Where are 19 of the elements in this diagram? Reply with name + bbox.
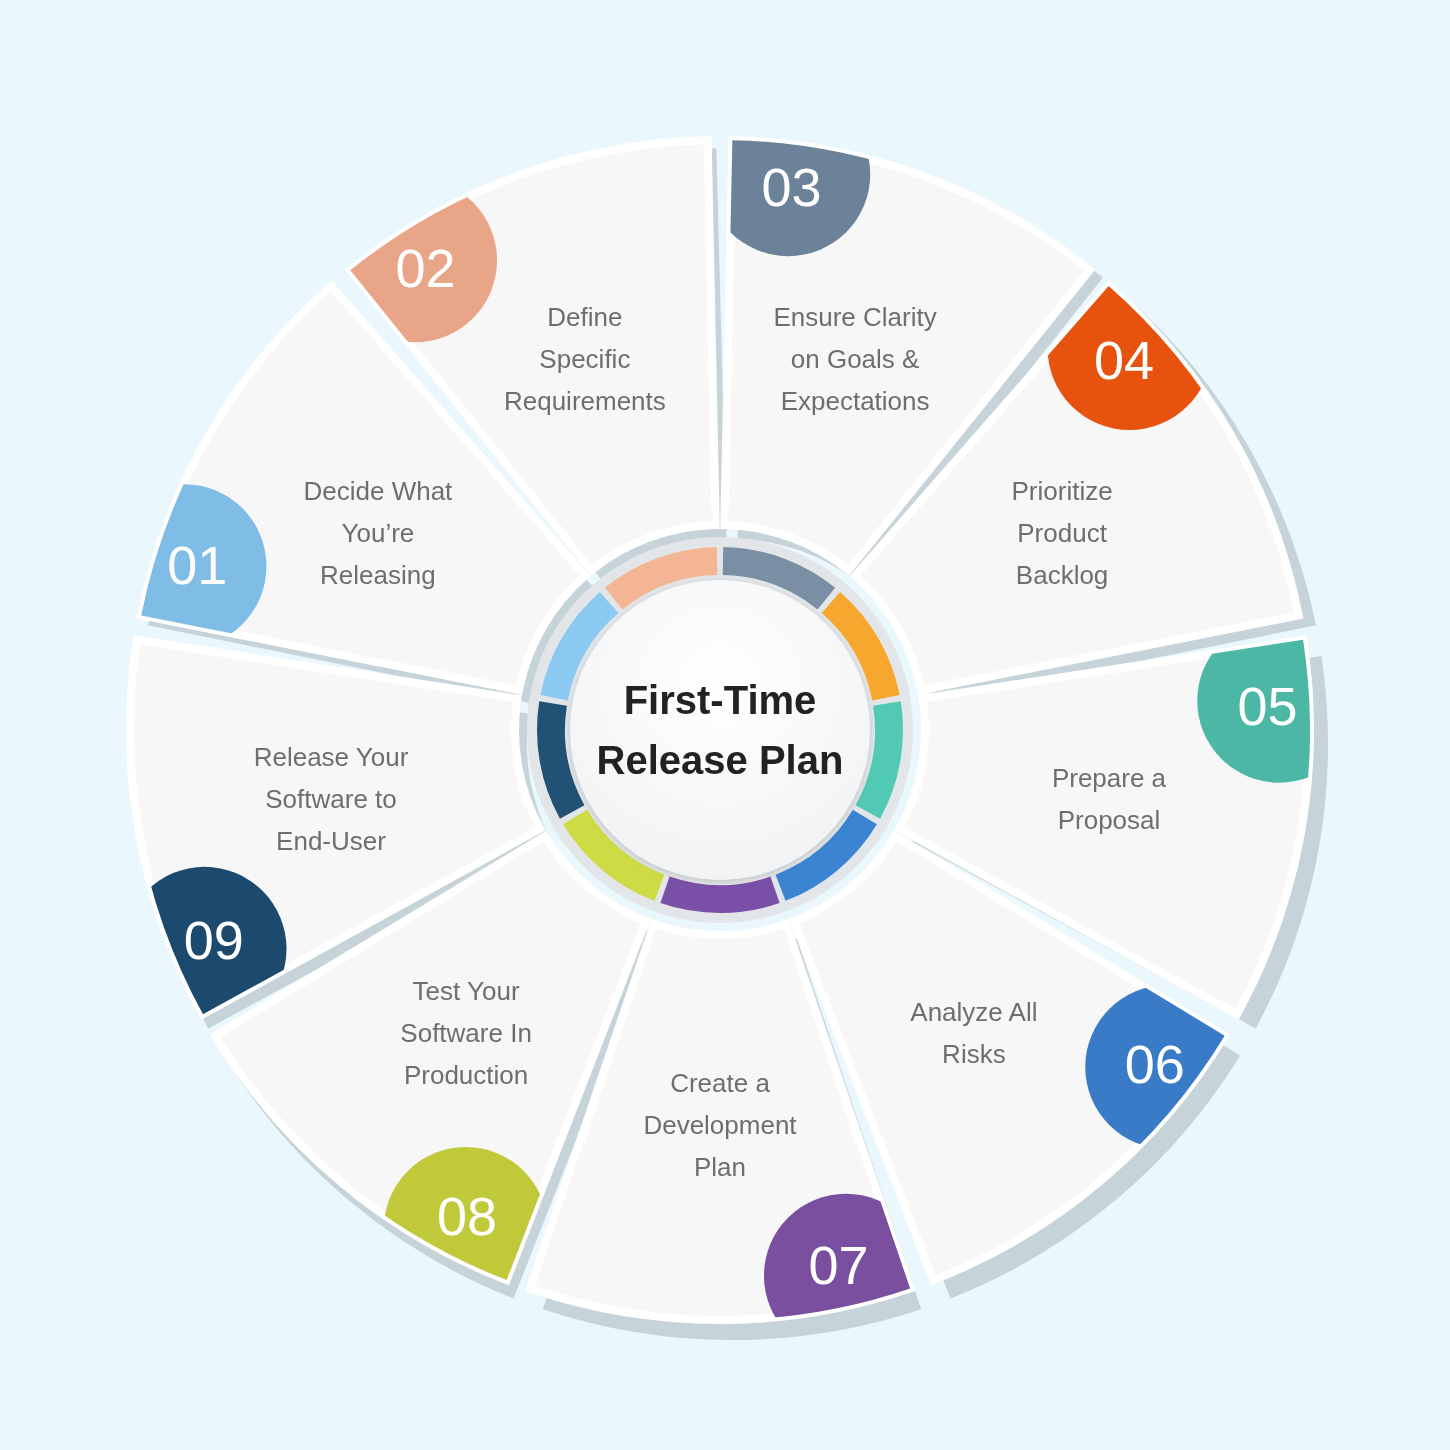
step-number: 03 [761, 156, 822, 217]
step-description: Prioritize Product Backlog [1010, 474, 1114, 592]
center-title: First-Time Release Plan [595, 677, 845, 784]
step-description: Create a Development Plan [642, 1067, 798, 1184]
step-description: Define Specific Requirements [502, 300, 667, 418]
step-number: 04 [1094, 329, 1155, 390]
step-description: Analyze All Risks [909, 995, 1039, 1071]
step-number: 05 [1237, 676, 1298, 737]
step-number: 09 [183, 909, 244, 970]
step-number: 08 [436, 1186, 497, 1247]
step-number: 06 [1124, 1033, 1185, 1094]
step-description: Decide What You’re Releasing [302, 474, 454, 592]
step-number: 01 [167, 535, 228, 596]
step-description: Prepare a Proposal [1050, 761, 1168, 837]
step-number: 02 [395, 237, 456, 298]
step-description: Release Your Software to End-User [252, 740, 410, 858]
step-description: Ensure Clarity on Goals & Expectations [772, 300, 938, 418]
step-number: 07 [808, 1235, 869, 1295]
step-description: Test Your Software In Production [399, 974, 533, 1092]
